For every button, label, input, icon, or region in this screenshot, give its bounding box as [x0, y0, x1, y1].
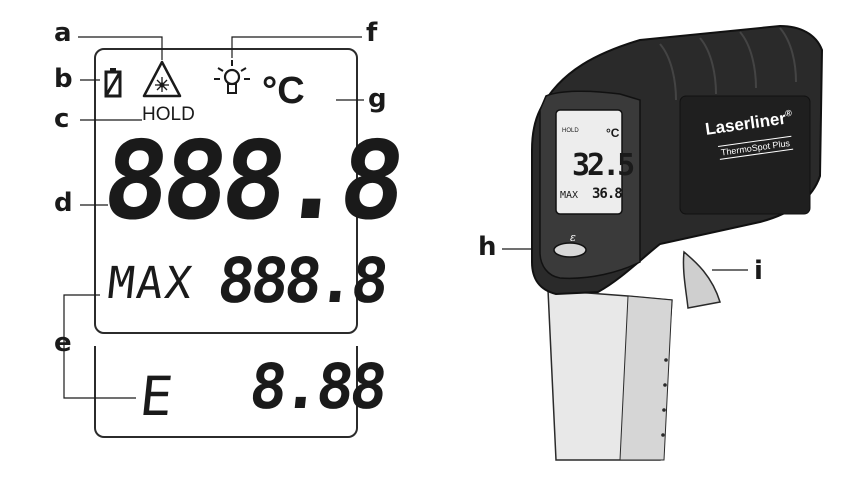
mini-max-label: MAX — [560, 190, 579, 201]
hold-indicator: HOLD — [142, 104, 195, 125]
epsilon-label: ε — [570, 231, 576, 244]
mini-max-value: 36.8 — [592, 186, 623, 202]
callout-e: e — [54, 328, 72, 358]
mini-unit: °C — [606, 126, 620, 140]
mini-hold: HOLD — [562, 128, 579, 134]
callout-h: h — [478, 232, 497, 262]
callout-b: b — [54, 64, 73, 94]
callout-c: c — [54, 104, 70, 134]
brand-mark: ® — [784, 107, 793, 119]
callout-a: a — [54, 18, 72, 48]
callout-d: d — [54, 188, 73, 218]
trigger — [682, 250, 721, 309]
lcd-emissivity-panel — [94, 346, 358, 438]
mini-main-value: 32.5 — [572, 148, 635, 183]
callout-i: i — [754, 256, 763, 286]
epsilon-button — [553, 242, 587, 258]
callout-f: f — [366, 18, 378, 48]
callout-g: g — [368, 84, 387, 114]
mini-screen — [555, 109, 623, 215]
unit-celsius: °C — [262, 70, 305, 112]
lcd-main-panel — [94, 48, 358, 334]
